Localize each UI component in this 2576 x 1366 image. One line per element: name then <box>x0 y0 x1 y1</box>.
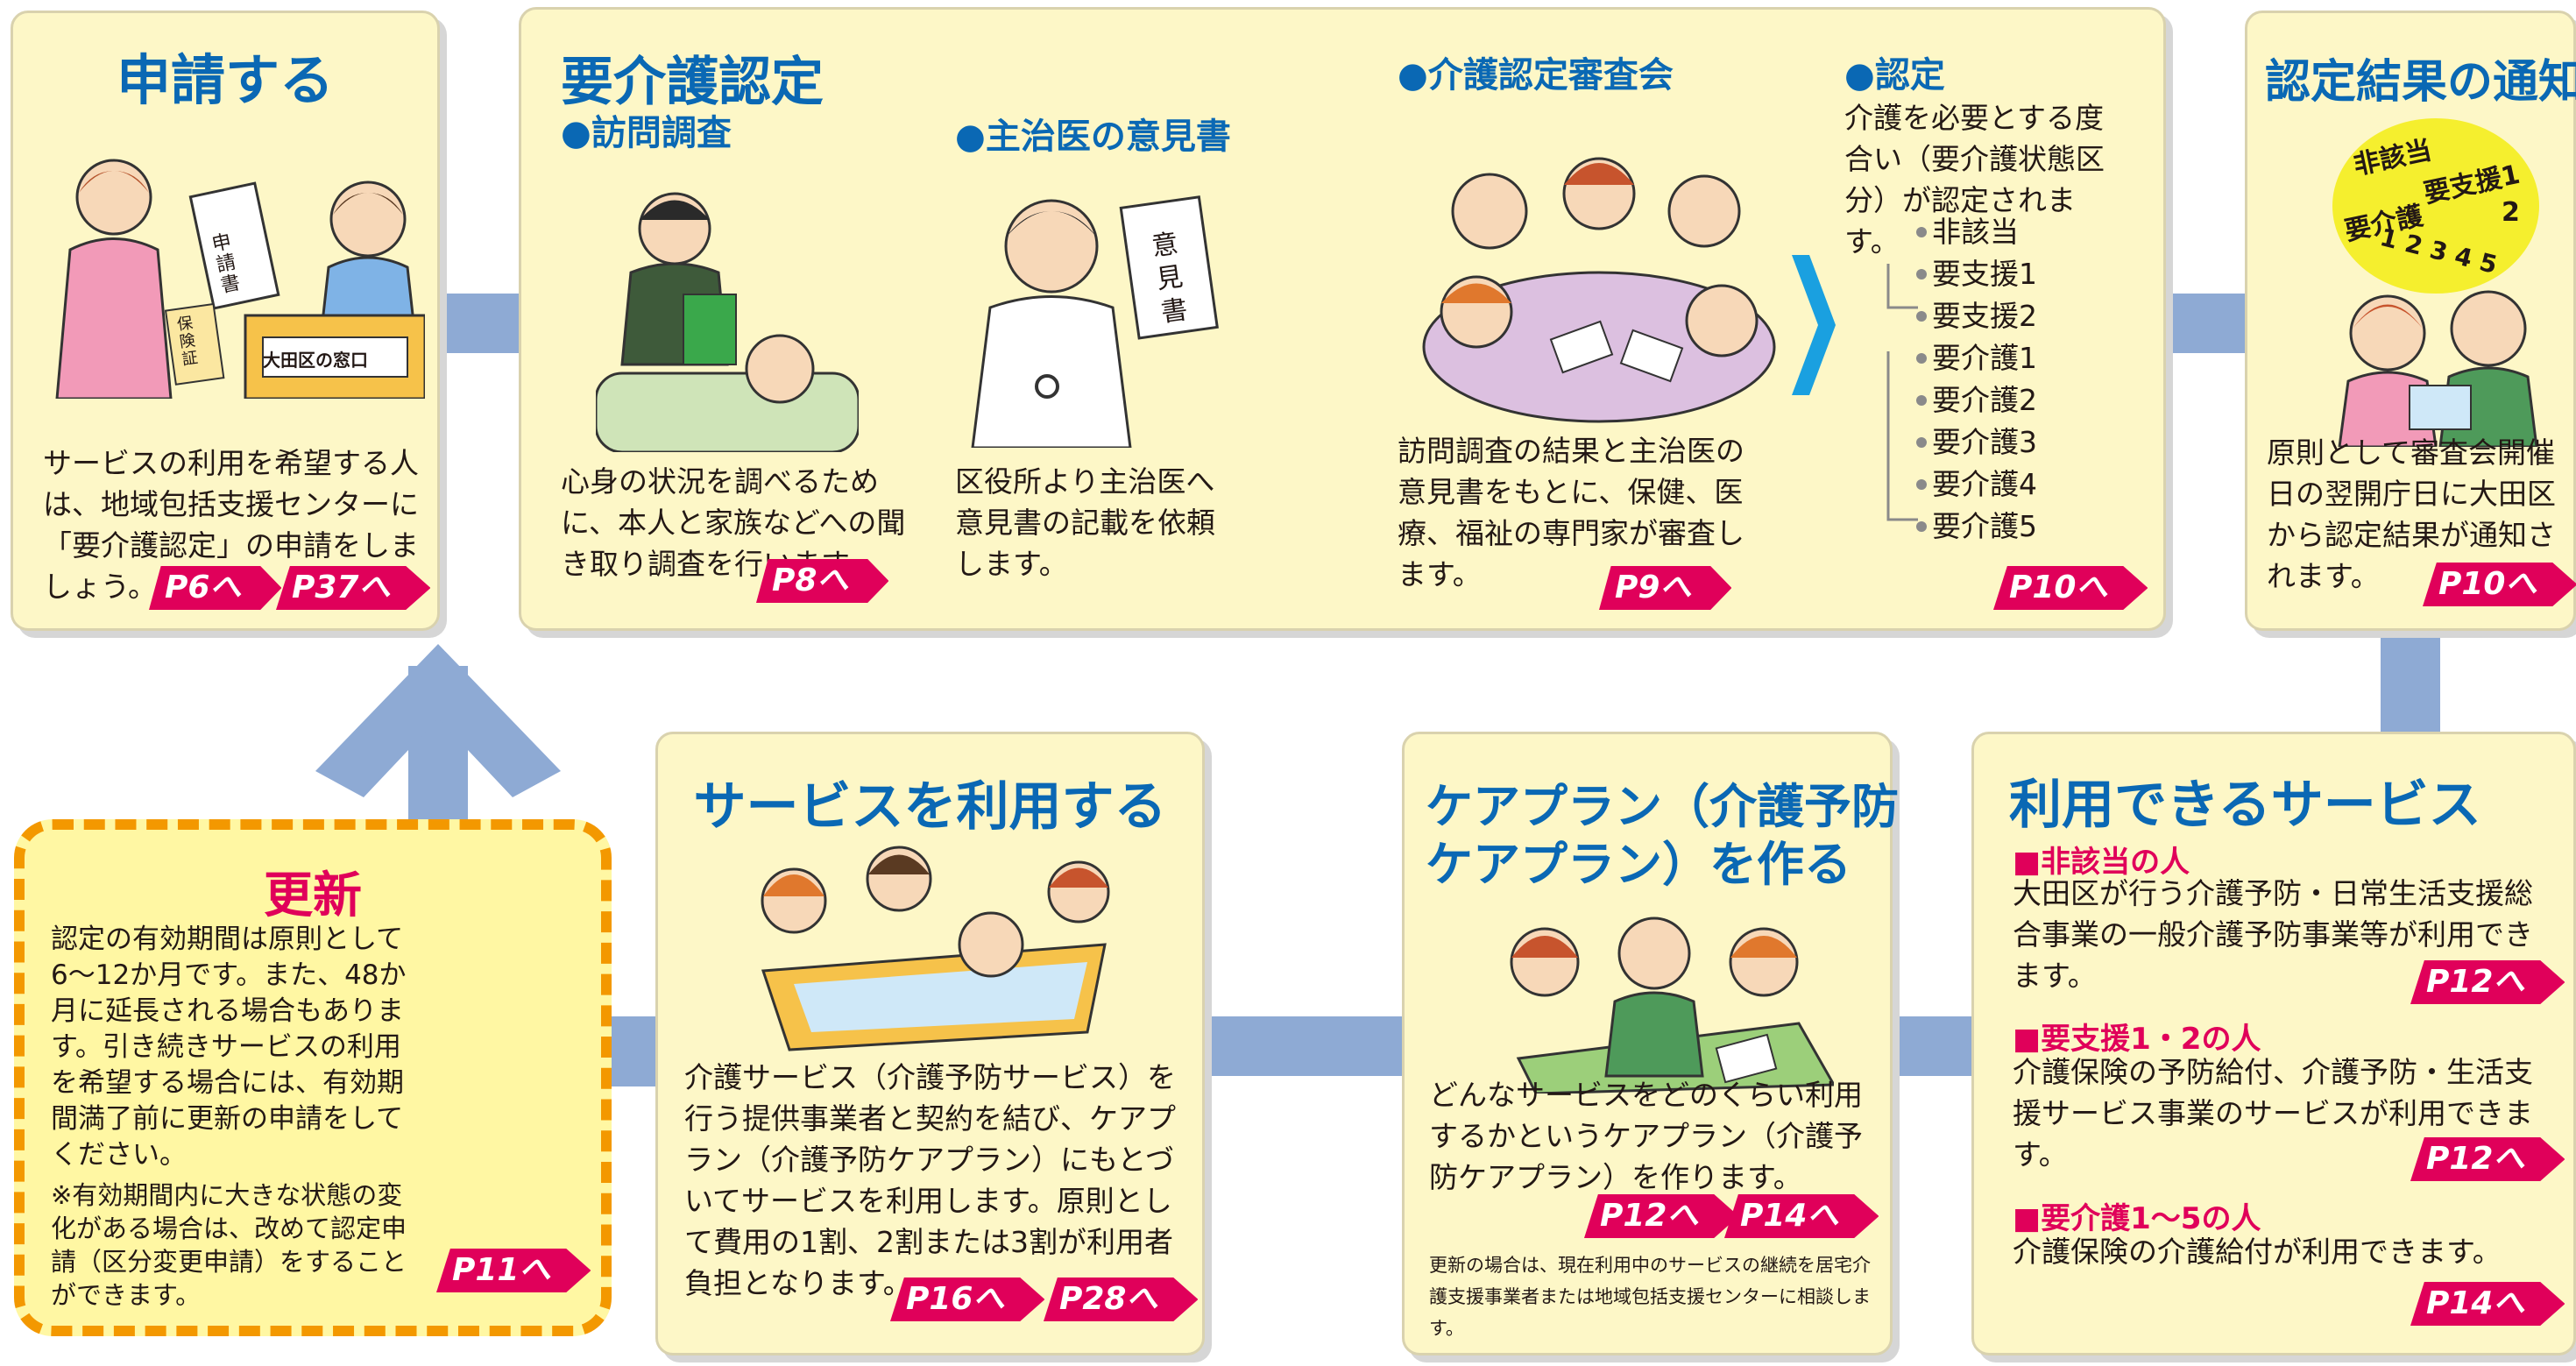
doctor-opinion-title: ●主治医の意見書 <box>955 117 1231 157</box>
apply-link-p6[interactable]: P6へ <box>149 566 282 610</box>
doctor-opinion-text: 区役所より主治医へ意見書の記載を依頼します。 <box>955 464 1215 581</box>
review-committee-text: 訪問調査の結果と主治医の意見書をもとに、保健、医療、福祉の専門家が審査します。 <box>1398 434 1744 591</box>
notice-box: 認定結果の通知 非該当 要支援1 2 要介護 1 2 3 4 5 原則として審査… <box>2245 11 2576 631</box>
doctor-illustration <box>971 195 1219 448</box>
decision-text: 介護を必要とする度合い（要介護状態区分）が認定されます。 <box>1844 101 2105 258</box>
notice-bubble <box>2332 118 2539 294</box>
apply-title: 申請する <box>116 48 334 112</box>
service-head-1: ■要支援1・2の人 <box>2013 1022 2261 1057</box>
visit-link-p8[interactable]: P8へ <box>756 559 889 603</box>
apply-text: サービスの利用を希望する人は、地域包括支援センターに「要介護認定」の申請をしまし… <box>43 446 419 604</box>
notice-link-p10[interactable]: P10へ <box>2423 563 2576 606</box>
certification-box: 要介護認定 ●訪問調査 ●主治医の意見書 ●介護認定審査会 ●認定 心身の状況を… <box>519 7 2166 631</box>
service-link-1[interactable]: P12へ <box>2410 1137 2565 1181</box>
use-service-illustration <box>761 846 1110 1051</box>
renewal-link-p11[interactable]: P11へ <box>436 1249 591 1292</box>
renewal-note: ※有効期間内に大きな状態の変化がある場合は、改めて認定申請（区分変更申請）をする… <box>51 1180 407 1310</box>
level-3: 要介護1 <box>1932 341 2037 375</box>
careplan-link-p14[interactable]: P14へ <box>1724 1194 1879 1238</box>
use-service-title: サービスを利用する <box>693 776 1167 838</box>
notice-title: 認定結果の通知 <box>2265 56 2576 109</box>
renewal-text: 認定の有効期間は原則として6〜12か月です。また、48か月に延長される場合もあり… <box>51 924 407 1171</box>
careplan-box: ケアプラン（介護予防 ケアプラン）を作る どんなサービスをどのくらい利用するかと… <box>1402 732 1899 1355</box>
careplan-title-line1: ケアプラン（介護予防 <box>1426 779 1899 834</box>
flow-arrow <box>1792 255 1836 395</box>
service-text-2: 介護保険の介護給付が利用できます。 <box>2013 1235 2502 1269</box>
careplan-note: 更新の場合は、現在利用中のサービスの継続を居宅介護支援事業者または地域包括支援セ… <box>1429 1255 1871 1339</box>
connector-apply-cert <box>438 294 526 353</box>
bubble-line-2: 2 <box>2502 197 2520 228</box>
apply-box: 申請する 大田区の窓口 申請書 保険証 サービスの利用を希望する人は、地域包括支… <box>11 11 440 631</box>
decision-title: ●認定 <box>1844 55 1945 96</box>
level-1: 要支援1 <box>1932 257 2037 291</box>
use-link-p28[interactable]: P28へ <box>1044 1278 1199 1321</box>
desk-sign-label: 大田区の窓口 <box>263 350 368 371</box>
review-committee-title: ●介護認定審査会 <box>1398 55 1674 96</box>
service-text-0: 大田区が行う介護予防・日常生活支援総合事業の一般介護予防事業等が利用できます。 <box>2013 876 2533 993</box>
level-7: 要介護5 <box>1932 509 2037 543</box>
renewal-box: 更新 認定の有効期間は原則として6〜12か月です。また、48か月に延長される場合… <box>14 819 612 1336</box>
connector-available-careplan <box>1888 1016 1976 1076</box>
visit-survey-title: ●訪問調査 <box>561 113 732 153</box>
level-4: 要介護2 <box>1932 383 2037 417</box>
connector-careplan-use <box>1200 1016 1406 1076</box>
service-text-1: 介護保険の予防給付、介護予防・生活支援サービス事業のサービスが利用できます。 <box>2013 1055 2533 1171</box>
committee-link-p9[interactable]: P9へ <box>1599 566 1732 610</box>
visit-survey-illustration <box>596 192 859 452</box>
service-head-0: ■非該当の人 <box>2013 845 2190 880</box>
decision-link-p10[interactable]: P10へ <box>1993 566 2148 610</box>
service-link-0[interactable]: P12へ <box>2410 960 2565 1004</box>
decision-levels: 非該当 要支援1 要支援2 要介護1 要介護2 要介護3 要介護4 要介護5 <box>1879 211 2107 562</box>
careplan-illustration <box>1510 917 1834 1094</box>
careplan-text: どんなサービスをどのくらい利用するかというケアプラン（介護予防ケアプラン）を作り… <box>1429 1078 1863 1194</box>
careplan-title-line2: ケアプラン）を作る <box>1426 837 1851 892</box>
service-head-2: ■要介護1〜5の人 <box>2013 1201 2261 1236</box>
connector-notice-available <box>2381 631 2440 736</box>
notice-text: 原則として審査会開催日の翌開庁日に大田区から認定結果が通知されます。 <box>2267 435 2556 593</box>
level-0: 非該当 <box>1932 215 2019 249</box>
renewal-title: 更新 <box>264 867 362 924</box>
careplan-link-p12[interactable]: P12へ <box>1584 1194 1739 1238</box>
certification-title: 要介護認定 <box>561 52 824 113</box>
connector-cert-notice <box>2164 294 2252 353</box>
return-arrow-head <box>315 644 561 797</box>
available-services-box: 利用できるサービス ■非該当の人 大田区が行う介護予防・日常生活支援総合事業の一… <box>1971 732 2576 1355</box>
use-service-text: 介護サービス（介護予防サービス）を行う提供事業者と契約を結び、ケアプラン（介護予… <box>684 1060 1176 1300</box>
apply-illustration <box>55 159 425 399</box>
level-2: 要支援2 <box>1932 299 2037 333</box>
use-service-box: サービスを利用する 介護サービス（介護予防サービス）を行う提供事業者と契約を結び… <box>655 732 1205 1355</box>
available-title: 利用できるサービス <box>2009 775 2481 836</box>
review-committee-illustration <box>1422 157 1776 423</box>
service-link-2[interactable]: P14へ <box>2410 1282 2565 1326</box>
level-5: 要介護3 <box>1932 425 2037 459</box>
level-6: 要介護4 <box>1932 467 2037 501</box>
use-link-p16[interactable]: P16へ <box>890 1278 1045 1321</box>
notice-illustration <box>2338 290 2538 447</box>
apply-link-p37[interactable]: P37へ <box>276 566 431 610</box>
